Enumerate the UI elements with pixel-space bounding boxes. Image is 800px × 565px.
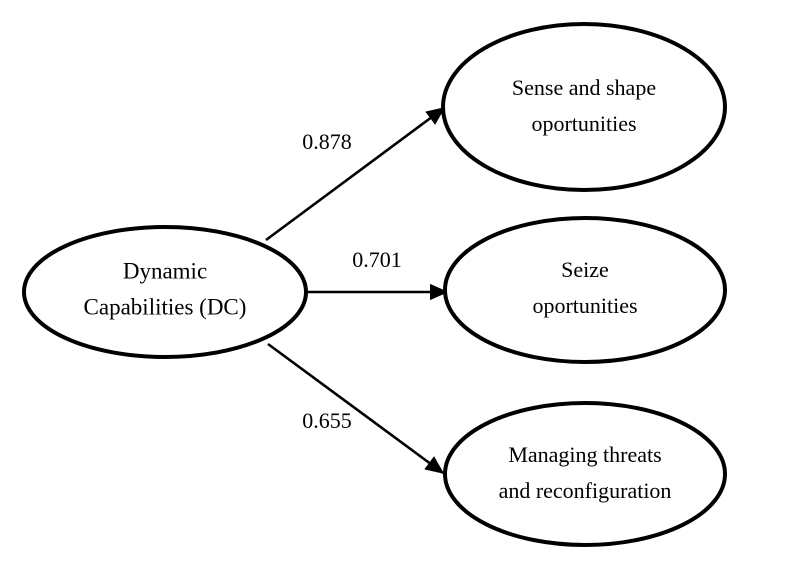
node-label-sense-line1: Sense and shape bbox=[512, 75, 656, 100]
node-label-dynamic-capabilities-line1: Dynamic bbox=[123, 258, 207, 283]
node-label-seize-line1: Seize bbox=[561, 257, 609, 282]
node-shape-dynamic-capabilities bbox=[22, 225, 308, 359]
edge-label-dc-to-managing: 0.655 bbox=[302, 408, 352, 433]
node-label-dynamic-capabilities-line2: Capabilities (DC) bbox=[84, 294, 247, 319]
edge-dc-to-managing[interactable]: 0.655 bbox=[267, 342, 445, 475]
node-seize-oportunities[interactable]: Seize oportunities bbox=[443, 216, 727, 364]
node-label-seize-line2: oportunities bbox=[532, 293, 637, 318]
node-shape-sense-and-shape-oportunities bbox=[441, 22, 727, 192]
node-label-managing-line1: Managing threats bbox=[508, 442, 661, 467]
edge-dc-to-sense[interactable]: 0.878 bbox=[265, 106, 446, 242]
node-shape-managing-threats bbox=[443, 401, 727, 547]
node-label-managing-line2: and reconfiguration bbox=[499, 478, 672, 503]
node-label-sense-line2: oportunities bbox=[531, 111, 636, 136]
edge-dc-to-seize[interactable]: 0.701 bbox=[306, 247, 449, 301]
node-shape-seize-oportunities bbox=[443, 216, 727, 364]
edge-label-dc-to-sense: 0.878 bbox=[302, 129, 352, 154]
edge-line-dc-to-sense bbox=[265, 106, 446, 242]
node-managing-threats-and-reconfiguration[interactable]: Managing threats and reconfiguration bbox=[443, 401, 727, 547]
node-sense-and-shape-oportunities[interactable]: Sense and shape oportunities bbox=[441, 22, 727, 192]
edge-line-dc-to-managing bbox=[267, 342, 445, 475]
node-dynamic-capabilities[interactable]: Dynamic Capabilities (DC) bbox=[22, 225, 308, 359]
edge-label-dc-to-seize: 0.701 bbox=[352, 247, 402, 272]
